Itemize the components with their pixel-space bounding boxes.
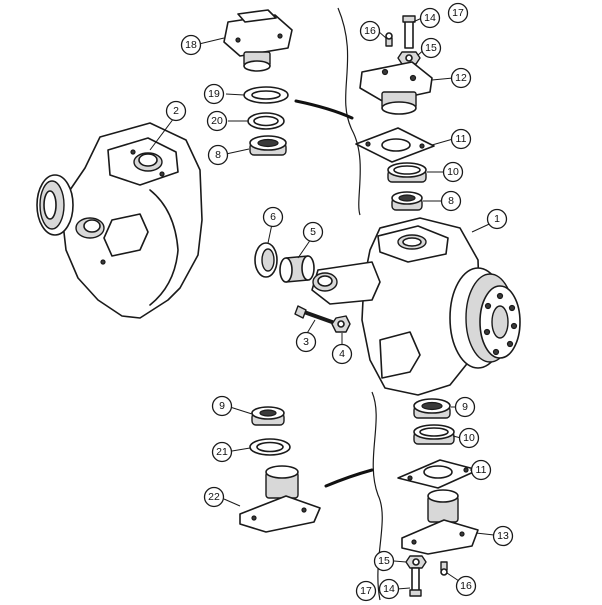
svg-text:10: 10	[447, 166, 459, 178]
svg-text:16: 16	[460, 580, 472, 592]
svg-text:14: 14	[383, 583, 395, 595]
part-20-seal-ring	[247, 112, 285, 130]
svg-text:21: 21	[216, 446, 228, 458]
callout-15-upper: 15	[420, 37, 442, 59]
callout-11-upper: 11	[450, 128, 472, 150]
callout-14-upper: 14	[419, 7, 441, 29]
part-12-pivot-cap-upper	[359, 61, 433, 115]
svg-text:13: 13	[497, 530, 509, 542]
lower-connector-line	[324, 468, 374, 488]
callout-14-lower: 14	[378, 578, 400, 600]
svg-text:8: 8	[215, 149, 221, 161]
part-8-bearing-upper-right	[391, 191, 423, 211]
svg-text:19: 19	[208, 88, 220, 100]
part-6-seal	[254, 242, 278, 278]
callout-3: 3	[295, 331, 317, 353]
part-2-housing	[36, 122, 203, 319]
part-1-steering-knuckle	[311, 217, 521, 396]
svg-text:9: 9	[219, 400, 225, 412]
svg-text:18: 18	[185, 39, 197, 51]
part-11-gasket-lower	[397, 459, 479, 489]
callout-15-lower: 15	[373, 550, 395, 572]
callout-11-lower: 11	[470, 459, 492, 481]
callout-17-upper: 17	[447, 2, 469, 24]
part-16-grease-fitting-upper	[385, 32, 393, 47]
svg-text:6: 6	[270, 211, 276, 223]
svg-text:15: 15	[378, 555, 390, 567]
part-9-bearing-lower-left	[251, 406, 285, 426]
callout-1: 1	[486, 208, 508, 230]
svg-text:3: 3	[303, 336, 309, 348]
part-3-bolt	[294, 305, 334, 324]
svg-text:12: 12	[455, 72, 467, 84]
svg-text:17: 17	[360, 585, 372, 597]
svg-text:8: 8	[448, 195, 454, 207]
svg-text:15: 15	[425, 42, 437, 54]
callout-19: 19	[203, 83, 225, 105]
callout-8-upper-right: 8	[440, 190, 462, 212]
part-19-shim-ring	[243, 86, 289, 104]
svg-text:17: 17	[452, 7, 464, 19]
callout-6: 6	[262, 206, 284, 228]
part-18-pivot-cap	[223, 9, 293, 72]
callout-10-upper: 10	[442, 161, 464, 183]
callout-2: 2	[165, 100, 187, 122]
svg-text:4: 4	[339, 348, 345, 360]
svg-text:2: 2	[173, 105, 179, 117]
part-22-pivot-cap-lower	[239, 465, 321, 533]
part-8-bearing-upper-left	[249, 135, 287, 156]
part-21-seal-ring	[249, 438, 291, 456]
svg-text:11: 11	[476, 464, 487, 476]
svg-text:5: 5	[310, 226, 316, 238]
part-15-nut-lower	[405, 555, 427, 569]
svg-text:14: 14	[424, 12, 436, 24]
part-15-nut-upper	[397, 51, 421, 65]
part-16-grease-fitting-lower	[440, 561, 448, 576]
callout-22: 22	[203, 486, 225, 508]
callout-9-lower-right: 9	[454, 396, 476, 418]
callout-18: 18	[180, 34, 202, 56]
callout-16-lower: 16	[455, 575, 477, 597]
svg-text:10: 10	[463, 432, 475, 444]
callout-21: 21	[211, 441, 233, 463]
callout-5: 5	[302, 221, 324, 243]
callout-17-lower: 17	[355, 580, 377, 602]
part-10-seal-lower	[413, 424, 455, 445]
callout-12: 12	[450, 67, 472, 89]
part-4-nut	[331, 315, 351, 333]
leader-lines	[149, 17, 499, 590]
part-9-bearing-lower-right	[413, 398, 451, 419]
svg-text:11: 11	[456, 133, 467, 145]
svg-text:22: 22	[208, 491, 220, 503]
callout-9-lower-left: 9	[211, 395, 233, 417]
part-13-pivot-cap-lower	[401, 489, 479, 555]
part-5-bushing	[279, 255, 315, 283]
part-11-gasket-upper	[355, 127, 435, 163]
callout-13: 13	[492, 525, 514, 547]
part-10-seal-upper	[387, 162, 427, 183]
callout-4: 4	[331, 343, 353, 365]
part-14-bolt-lower	[409, 567, 422, 597]
upper-assembly-bracket	[337, 7, 361, 216]
callout-8-upper-left: 8	[207, 144, 229, 166]
svg-text:20: 20	[211, 115, 223, 127]
svg-text:9: 9	[462, 401, 468, 413]
callout-16-upper: 16	[359, 20, 381, 42]
callout-20: 20	[206, 110, 228, 132]
svg-text:16: 16	[364, 25, 376, 37]
callout-10-lower: 10	[458, 427, 480, 449]
part-14-bolt-upper	[402, 15, 416, 49]
upper-connector-line	[294, 99, 354, 120]
svg-text:1: 1	[494, 213, 500, 225]
